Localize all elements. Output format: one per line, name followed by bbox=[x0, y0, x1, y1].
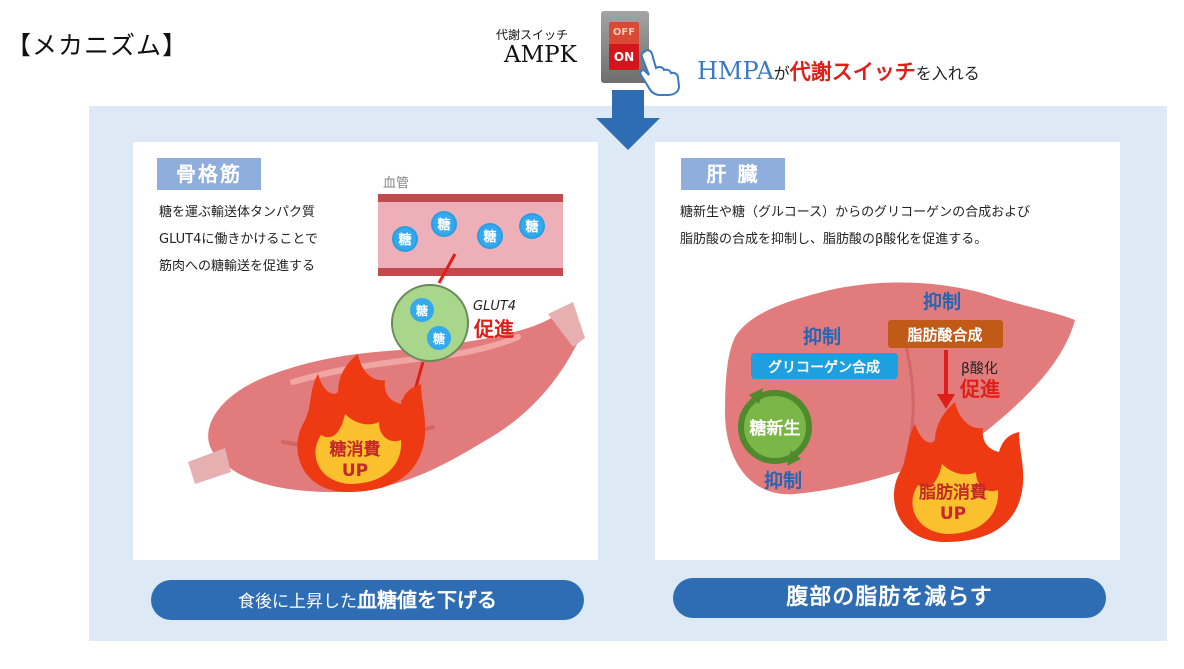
headline-particle: が bbox=[774, 64, 790, 83]
beta-oxidation-label: β酸化 bbox=[961, 361, 998, 377]
liver-illustration: 抑制 抑制 抑制 脂肪酸合成 グリコーゲン合成 糖新生 β酸化 促進 脂肪消費 … bbox=[655, 142, 1120, 560]
sugar-label: 糖 bbox=[398, 232, 411, 248]
flame-line1: 脂肪消費 bbox=[919, 482, 987, 503]
switch-on-label: ON bbox=[609, 44, 639, 70]
switch-caption: 代謝スイッチ bbox=[496, 26, 568, 43]
switch-name: AMPK bbox=[504, 42, 577, 68]
flame-line2: UP bbox=[342, 461, 368, 481]
liver-result-pill: 腹部の脂肪を減らす bbox=[673, 578, 1106, 618]
glut4-transporter bbox=[392, 285, 468, 361]
muscle-tendon-left bbox=[188, 448, 231, 484]
muscle-result-pill: 食後に上昇した血糖値を下げる bbox=[151, 580, 584, 620]
muscle-illustration: 糖 糖 糖 糖 糖 糖 GLUT4 促進 糖消費 UP bbox=[133, 142, 598, 560]
vessel-wall-top bbox=[378, 194, 563, 202]
sugar-label: 糖 bbox=[433, 331, 445, 346]
inhibit-label: 抑制 bbox=[764, 469, 802, 492]
sugar-label: 糖 bbox=[416, 303, 428, 318]
page-title: 【メカニズム】 bbox=[6, 26, 188, 62]
headline-accent: 代謝スイッチ bbox=[790, 60, 916, 84]
down-arrow-icon bbox=[594, 90, 662, 152]
muscle-result-main: 血糖値を下げる bbox=[357, 588, 497, 612]
glycogen-synthesis-label: グリコーゲン合成 bbox=[768, 359, 880, 376]
pointing-hand-icon bbox=[638, 48, 684, 96]
switch-off-label: OFF bbox=[609, 22, 639, 44]
muscle-result-prefix: 食後に上昇した bbox=[238, 592, 357, 612]
flame-line2: UP bbox=[940, 504, 966, 524]
inhibit-label: 抑制 bbox=[803, 325, 841, 348]
headline-tail: を入れる bbox=[916, 64, 980, 83]
sugar-label: 糖 bbox=[483, 229, 496, 245]
inhibit-label: 抑制 bbox=[923, 290, 961, 313]
glut4-promote-label: 促進 bbox=[473, 317, 514, 341]
fatty-acid-synthesis-label: 脂肪酸合成 bbox=[907, 326, 982, 344]
gluconeogenesis-label: 糖新生 bbox=[750, 418, 801, 439]
vessel-wall-bottom bbox=[378, 268, 563, 276]
headline: HMPAが代謝スイッチを入れる bbox=[697, 56, 980, 86]
flame-line1: 糖消費 bbox=[330, 439, 381, 460]
beta-oxidation-promote-label: 促進 bbox=[959, 377, 1000, 401]
glut4-label: GLUT4 bbox=[473, 299, 516, 314]
headline-brand: HMPA bbox=[697, 57, 774, 85]
sugar-label: 糖 bbox=[437, 217, 450, 233]
sugar-label: 糖 bbox=[525, 219, 538, 235]
